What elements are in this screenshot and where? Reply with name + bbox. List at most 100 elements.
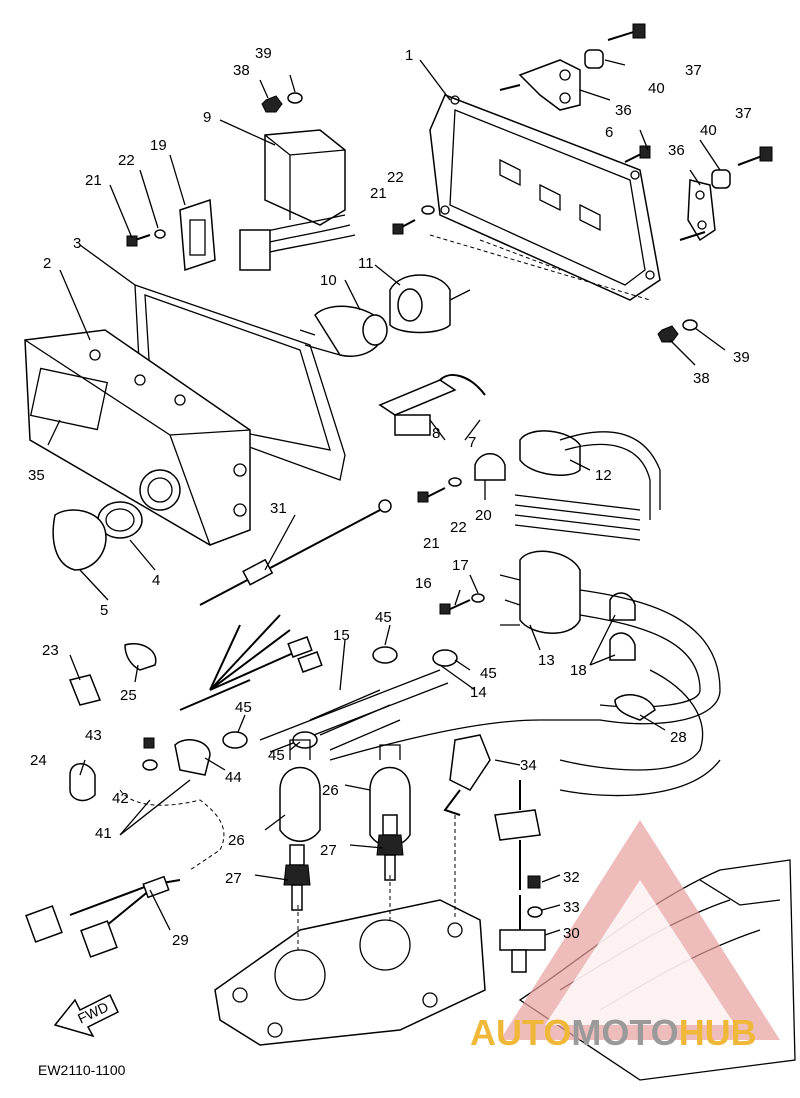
label-32: 32: [563, 869, 580, 886]
label-36b: 36: [668, 142, 685, 159]
label-18: 18: [570, 662, 587, 679]
part-bolt-16[interactable]: [439, 599, 471, 615]
part-washer-22a[interactable]: [154, 229, 166, 239]
part-cylinder-head[interactable]: [214, 875, 486, 1046]
watermark-text-hub: HUB: [679, 1012, 757, 1053]
part-nut-upper[interactable]: [261, 95, 283, 113]
part-bracket-44[interactable]: [174, 739, 211, 776]
part-bolt-lower[interactable]: [679, 146, 773, 241]
part-tube-15[interactable]: [309, 689, 401, 751]
part-grommet-20[interactable]: [474, 453, 506, 481]
part-clamp-45a[interactable]: [372, 646, 398, 664]
part-washer-22b[interactable]: [421, 205, 435, 215]
label-38a: 38: [233, 62, 250, 79]
label-33: 33: [563, 899, 580, 916]
part-relay-11[interactable]: [389, 274, 471, 334]
part-clamp-45b[interactable]: [432, 649, 458, 667]
part-bolt-21c[interactable]: [417, 487, 446, 503]
label-31: 31: [270, 500, 287, 517]
label-17: 17: [452, 557, 469, 574]
part-stay-lower[interactable]: [687, 179, 716, 242]
part-bolt-21a[interactable]: [126, 234, 151, 247]
part-thermo-switch[interactable]: [494, 780, 541, 890]
label-40a: 40: [648, 80, 665, 97]
label-27a: 27: [225, 870, 242, 887]
label-8: 8: [432, 425, 440, 442]
part-washer-22c[interactable]: [448, 477, 462, 487]
label-45c: 45: [235, 699, 252, 716]
part-washer-33[interactable]: [527, 906, 543, 918]
label-10: 10: [320, 272, 337, 289]
label-11: 11: [358, 255, 374, 272]
label-45b: 45: [480, 665, 497, 682]
label-45a: 45: [375, 609, 392, 626]
watermark-logo-inner: [545, 880, 735, 1025]
part-rod-31[interactable]: [199, 499, 392, 606]
part-wire-harness-main[interactable]: [179, 614, 323, 711]
part-sensor-34[interactable]: [443, 734, 491, 920]
part-collar-upper[interactable]: [584, 49, 604, 69]
part-plug-cap-26a[interactable]: [279, 739, 321, 842]
label-15: 15: [333, 627, 350, 644]
label-4: 4: [152, 572, 160, 589]
part-spark-plug-27b[interactable]: [376, 814, 404, 881]
part-bolt-21b[interactable]: [392, 219, 416, 235]
part-cap-5[interactable]: [52, 509, 107, 571]
part-box-cover-2[interactable]: [24, 329, 251, 546]
label-41: 41: [95, 825, 112, 842]
label-16: 16: [415, 575, 432, 592]
part-holder-23[interactable]: [68, 674, 102, 706]
part-spark-plug-27a[interactable]: [283, 844, 311, 911]
part-clamp-28[interactable]: [614, 694, 656, 721]
label-42: 42: [112, 790, 129, 807]
part-washer-lower[interactable]: [682, 319, 698, 331]
label-22a: 22: [118, 152, 135, 169]
label-14: 14: [470, 684, 487, 701]
label-40b: 40: [700, 122, 717, 139]
part-washer-upper[interactable]: [287, 92, 303, 104]
part-cover-12[interactable]: [519, 430, 661, 520]
label-39b: 39: [733, 349, 750, 366]
label-38b: 38: [693, 370, 710, 387]
label-36a: 36: [615, 102, 632, 119]
watermark: AUTOMOTOHUB: [470, 820, 796, 1081]
label-3: 3: [73, 235, 81, 252]
part-number-labels: 1 2 3 4 5 6 7 8 9 10 11 12 13 14 15 16 1…: [28, 45, 752, 949]
part-high-tension-cords[interactable]: [329, 589, 721, 797]
part-bracket-30[interactable]: [499, 895, 546, 973]
part-nut-lower[interactable]: [657, 325, 679, 343]
label-26a: 26: [228, 832, 245, 849]
part-clip-24[interactable]: [69, 763, 96, 802]
label-5: 5: [100, 602, 108, 619]
label-1: 1: [405, 47, 413, 64]
part-collar-lower[interactable]: [711, 169, 731, 189]
part-clamp-25[interactable]: [124, 643, 157, 671]
part-wire-lead[interactable]: [378, 374, 486, 436]
label-29: 29: [172, 932, 189, 949]
part-lead-29[interactable]: [25, 875, 181, 958]
part-wire-harness[interactable]: [514, 494, 641, 541]
part-screw-43[interactable]: [143, 737, 155, 749]
part-nut-42[interactable]: [142, 759, 158, 771]
part-bracket-19[interactable]: [179, 198, 216, 272]
label-28: 28: [670, 729, 687, 746]
part-washer-17[interactable]: [471, 593, 485, 603]
label-19: 19: [150, 137, 167, 154]
label-39a: 39: [255, 45, 272, 62]
part-bracket-plate[interactable]: [429, 94, 661, 301]
label-2: 2: [43, 255, 51, 272]
watermark-text-auto: AUTO: [470, 1012, 571, 1053]
part-bolt-upper[interactable]: [607, 23, 646, 41]
part-coil-10[interactable]: [299, 305, 388, 357]
part-bolt-32[interactable]: [527, 875, 541, 889]
part-ignition-coil-13[interactable]: [499, 550, 581, 634]
label-30: 30: [563, 925, 580, 942]
label-24: 24: [30, 752, 47, 769]
forward-arrow-icon: FWD: [53, 993, 119, 1038]
part-clamp-45c[interactable]: [222, 731, 248, 749]
part-stay-upper[interactable]: [499, 59, 581, 111]
part-cdi-unit[interactable]: [239, 129, 356, 271]
part-bolt-6[interactable]: [624, 145, 651, 163]
svg-text:AUTOMOTOHUB: AUTOMOTOHUB: [470, 1012, 757, 1053]
